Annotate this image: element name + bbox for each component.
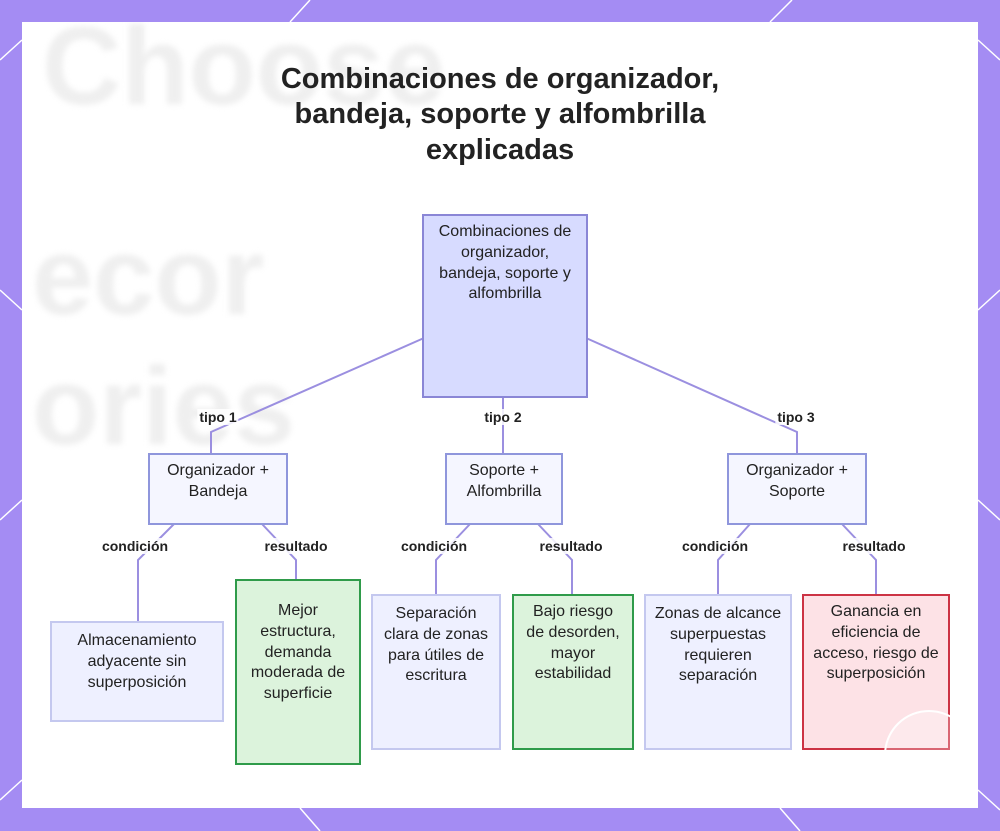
branch-node-soporte-alfombrilla: Soporte + Alfombrilla (445, 453, 563, 525)
edge-b2-condicion (436, 524, 470, 595)
result-text: Mejor estructura, demanda moderada de su… (245, 601, 351, 705)
edge-b3-condicion (718, 524, 750, 595)
edge-label-condicion: condición (100, 538, 170, 554)
root-node: Combinaciones de organizador, bandeja, s… (422, 214, 588, 398)
edge-label-resultado: resultado (840, 538, 907, 554)
condition-node-2: Separación clara de zonas para útiles de… (371, 594, 501, 750)
diagram-card: Choose ecor ories Combinaciones de organ… (22, 22, 978, 808)
edge-label-tipo-2: tipo 2 (482, 409, 523, 425)
result-text: Ganancia en eficiencia de acceso, riesgo… (812, 602, 940, 685)
condition-node-1: Almacenamiento adyacente sin superposici… (50, 621, 224, 722)
condition-text: Zonas de alcance superpuestas requieren … (654, 604, 782, 687)
edge-label-tipo-3: tipo 3 (775, 409, 816, 425)
condition-text: Separación clara de zonas para útiles de… (381, 604, 491, 687)
edge-label-tipo-1: tipo 1 (197, 409, 238, 425)
edge-label-condicion: condición (680, 538, 750, 554)
branch-node-organizador-bandeja: Organizador + Bandeja (148, 453, 288, 525)
watermark-badge-icon (884, 710, 974, 800)
edge-label-condicion: condición (399, 538, 469, 554)
edge-b3-resultado (842, 524, 876, 595)
result-node-1: Mejor estructura, demanda moderada de su… (235, 579, 361, 765)
branch-node-label: Organizador + Bandeja (158, 461, 278, 503)
edge-b2-resultado (538, 524, 572, 595)
result-text: Bajo riesgo de desorden, mayor estabilid… (522, 602, 624, 685)
condition-text: Almacenamiento adyacente sin superposici… (60, 631, 214, 693)
condition-node-3: Zonas de alcance superpuestas requieren … (644, 594, 792, 750)
branch-node-label: Organizador + Soporte (737, 461, 857, 503)
branch-node-organizador-soporte: Organizador + Soporte (727, 453, 867, 525)
edge-label-resultado: resultado (537, 538, 604, 554)
result-node-2: Bajo riesgo de desorden, mayor estabilid… (512, 594, 634, 750)
edge-label-resultado: resultado (262, 538, 329, 554)
branch-node-label: Soporte + Alfombrilla (455, 461, 553, 503)
edge-root-tipo3 (586, 338, 797, 454)
edge-root-tipo1 (211, 338, 424, 454)
root-node-label: Combinaciones de organizador, bandeja, s… (432, 222, 578, 305)
